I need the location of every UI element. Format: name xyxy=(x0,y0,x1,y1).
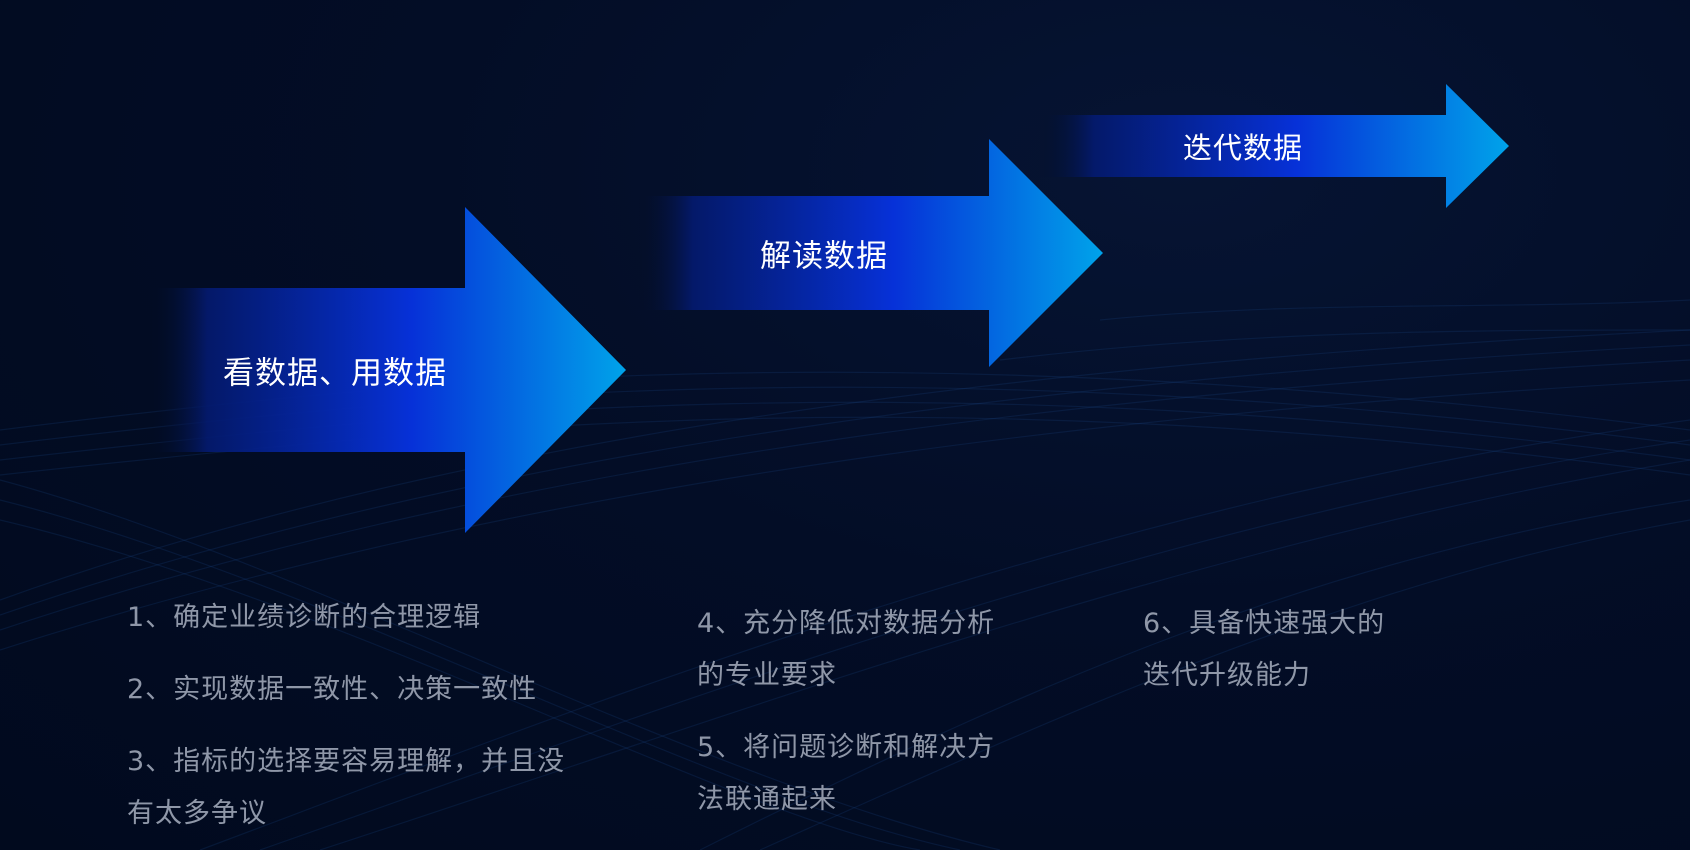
note-4-line-1: 4、充分降低对数据分析 xyxy=(697,608,996,639)
arrow-shape-2 xyxy=(637,139,1103,367)
note-5-line-1: 5、将问题诊断和解决方 xyxy=(697,732,996,763)
note-1: 1、确定业绩诊断的合理逻辑 xyxy=(127,602,482,633)
note-3-line-2: 有太多争议 xyxy=(127,798,267,829)
note-4-line-2: 的专业要求 xyxy=(697,660,837,691)
note-3-line-1: 3、指标的选择要容易理解，并且没 xyxy=(127,746,566,777)
note-2: 2、实现数据一致性、决策一致性 xyxy=(127,674,538,705)
stage-arrow-1: 看数据、用数据 xyxy=(150,207,626,533)
arrow-shape-3 xyxy=(1037,84,1509,208)
note-6-line-2: 迭代升级能力 xyxy=(1143,660,1311,691)
stage-arrow-2: 解读数据 xyxy=(637,139,1103,367)
stage-label-2: 解读数据 xyxy=(760,238,888,275)
stage-label-1: 看数据、用数据 xyxy=(223,355,447,392)
note-5-line-2: 法联通起来 xyxy=(697,784,837,815)
stage-arrow-3: 迭代数据 xyxy=(1037,84,1509,208)
arrow-shape-1 xyxy=(150,207,626,533)
stage-label-3: 迭代数据 xyxy=(1182,131,1304,165)
note-6-line-1: 6、具备快速强大的 xyxy=(1143,608,1386,639)
